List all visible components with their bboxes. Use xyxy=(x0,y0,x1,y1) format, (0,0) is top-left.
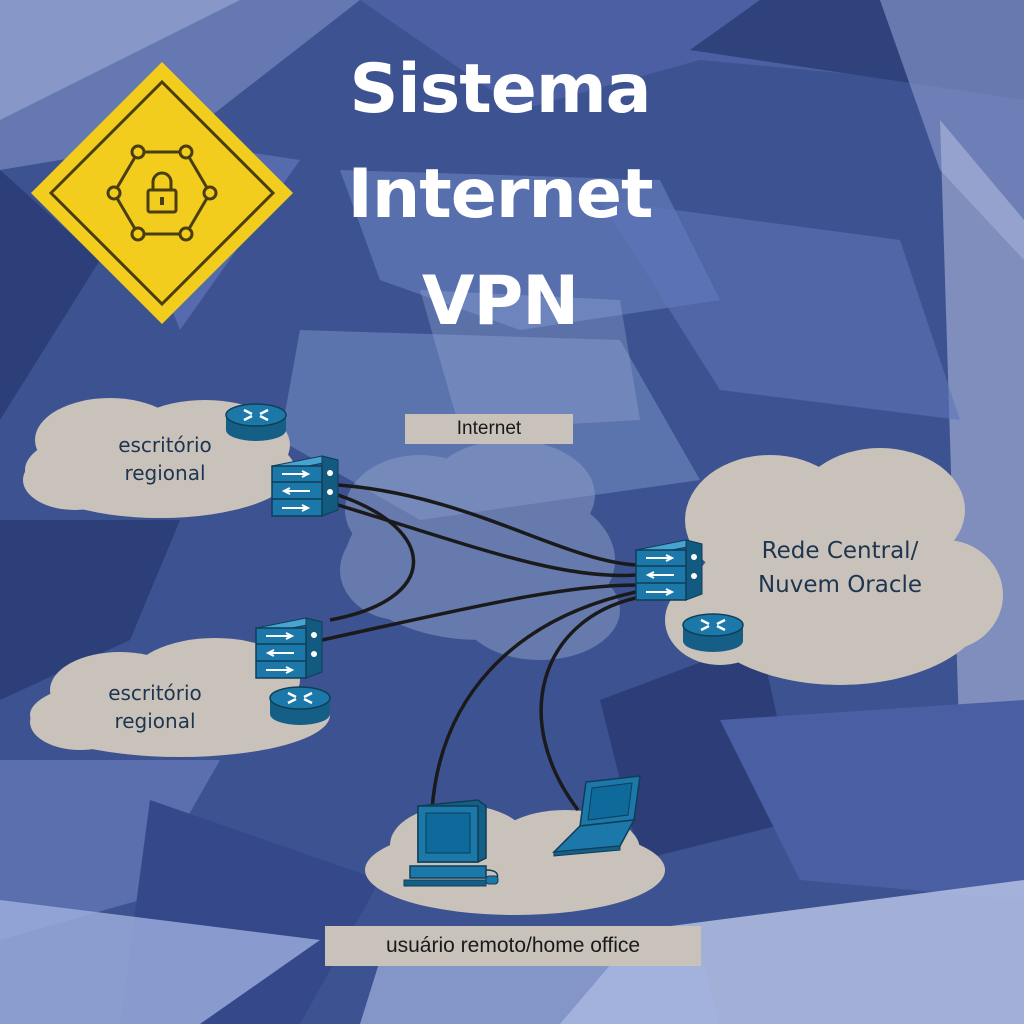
lock-network-icon xyxy=(31,62,293,324)
firewall-icon xyxy=(271,455,339,517)
firewall-icon xyxy=(635,539,703,601)
desktop-computer-icon xyxy=(403,799,499,887)
internet-label: Internet xyxy=(405,414,573,444)
central-network-label-line-1: Rede Central/ xyxy=(761,538,919,564)
office-label-bottom-line-1: escritório xyxy=(108,681,202,705)
internet-cloud xyxy=(340,440,620,660)
firewall-icon xyxy=(255,617,323,679)
vpn-cables xyxy=(321,483,637,812)
router-icon xyxy=(269,686,331,725)
title-line-2: Internet xyxy=(347,155,654,234)
office-label-top-line-2: regional xyxy=(124,461,206,485)
office-label-top-line-1: escritório xyxy=(118,433,212,457)
title-line-1: Sistema xyxy=(349,50,651,129)
central-cloud xyxy=(665,448,1003,685)
router-icon xyxy=(225,403,287,441)
title-line-3: VPN xyxy=(421,262,579,341)
central-network-label-line-2: Nuvem Oracle xyxy=(757,572,923,598)
laptop-icon xyxy=(552,775,641,857)
office-label-bottom-line-2: regional xyxy=(114,709,196,733)
router-icon xyxy=(682,613,744,652)
remote-user-label: usuário remoto/home office xyxy=(325,926,701,966)
